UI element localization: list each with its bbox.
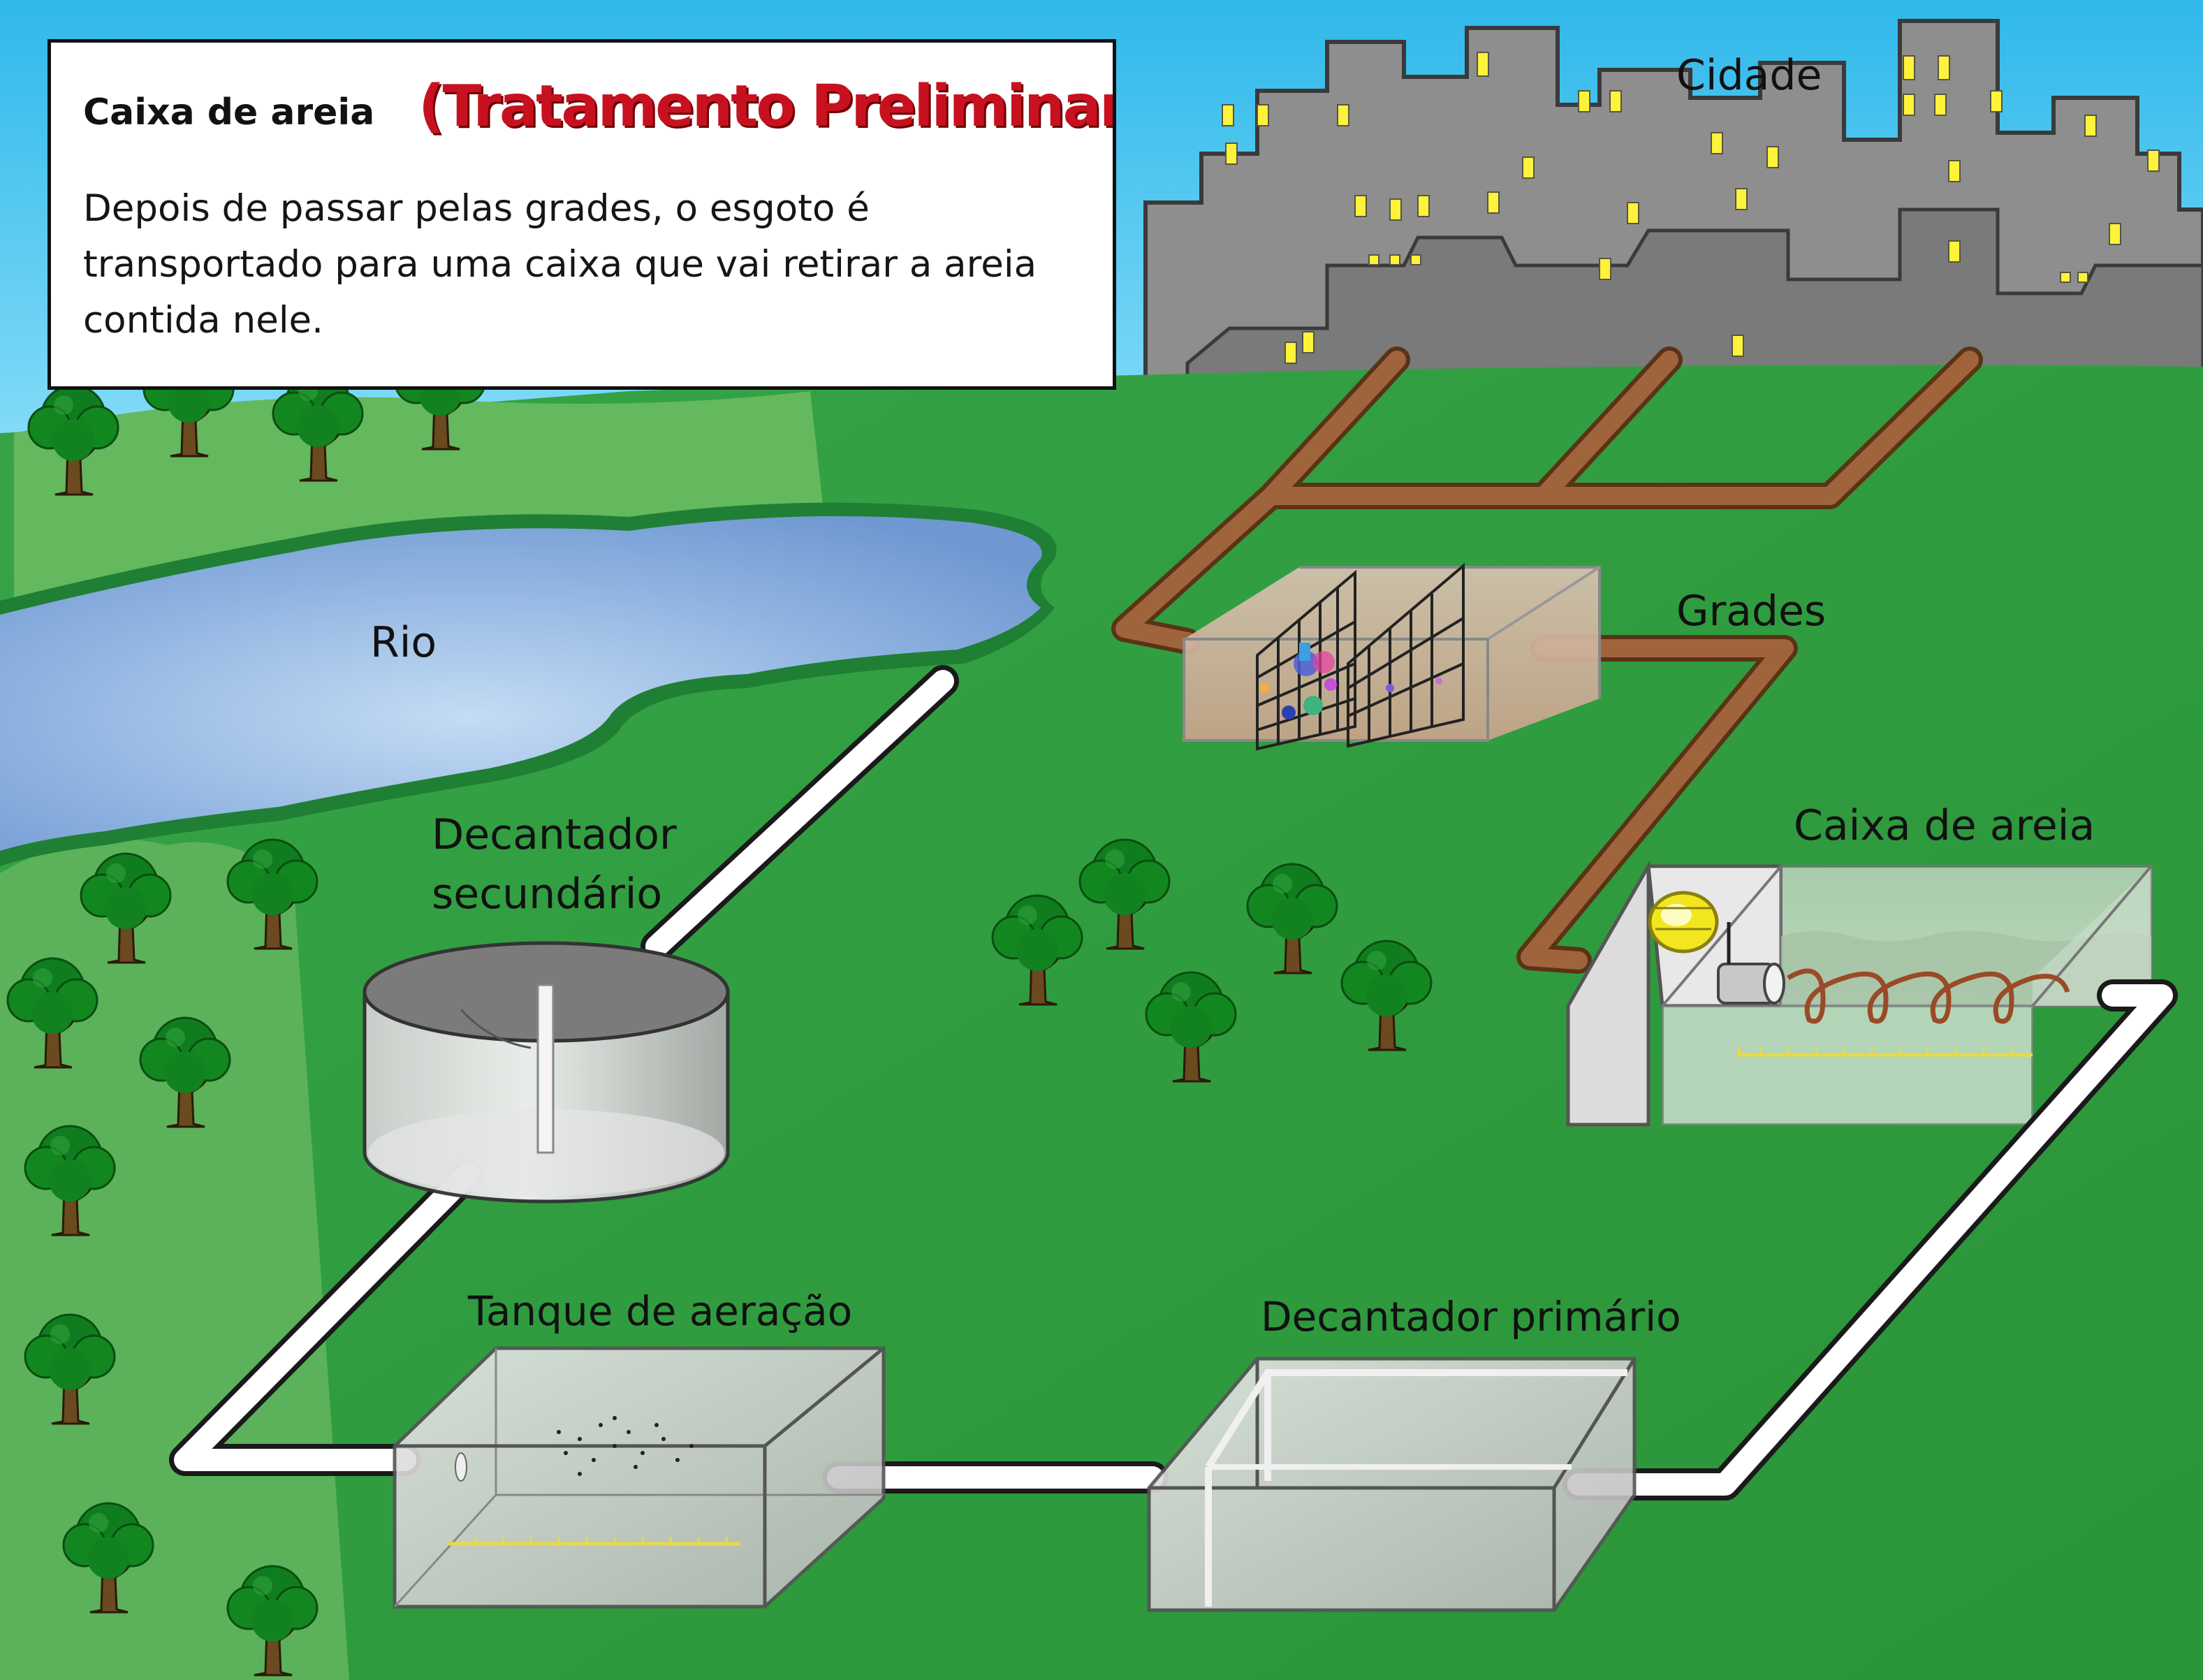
scene-labels: Cidade Rio Grades Caixa de areia Decanta… bbox=[370, 51, 2095, 1341]
label-secondary-clarifier-line1: Decantador bbox=[432, 810, 677, 859]
label-grit-chamber: Caixa de areia bbox=[1794, 801, 2095, 850]
primary-clarifier bbox=[1147, 1357, 1637, 1612]
grates-unit bbox=[1183, 562, 1601, 751]
label-aeration-tank: Tanque de aeração bbox=[467, 1287, 852, 1335]
label-river: Rio bbox=[370, 618, 437, 667]
panel-title: Caixa de areia bbox=[83, 92, 375, 133]
label-city: Cidade bbox=[1676, 51, 1822, 100]
aeration-tank bbox=[393, 1346, 886, 1609]
secondary-clarifier bbox=[363, 941, 730, 1204]
panel-subtitle: (Tratamento Preliminar) bbox=[418, 73, 1116, 140]
sewer-pipes bbox=[1111, 346, 1983, 974]
grit-chamber bbox=[1566, 859, 2153, 1127]
debris bbox=[1259, 643, 1442, 720]
info-title-row: Caixa de areia (Tratamento Preliminar) bbox=[83, 64, 1113, 168]
label-primary-clarifier: Decantador primário bbox=[1261, 1293, 1681, 1341]
effluent-pipes bbox=[169, 665, 2178, 1500]
river bbox=[0, 516, 1042, 851]
label-secondary-clarifier-line2: secundário bbox=[432, 870, 662, 919]
panel-body: Depois de passar pelas grades, o esgoto … bbox=[83, 187, 1037, 342]
label-grates: Grades bbox=[1676, 587, 1826, 636]
city-skyline bbox=[1143, 19, 2203, 379]
field-left bbox=[14, 391, 824, 601]
info-panel: Caixa de areia (Tratamento Preliminar) D… bbox=[47, 39, 1116, 390]
